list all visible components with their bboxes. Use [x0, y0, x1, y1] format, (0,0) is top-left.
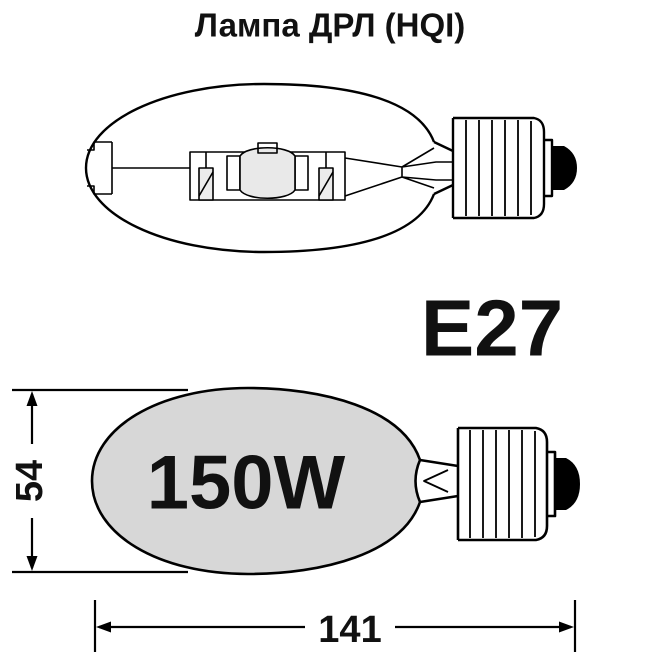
arc-tube-cap-right	[294, 155, 309, 191]
contact-tip	[552, 146, 577, 190]
arc-tube-nub	[257, 142, 278, 154]
label-backing	[12, 444, 52, 518]
height-dimension-label: 54	[9, 460, 51, 502]
neck-outline	[433, 140, 454, 196]
arc-tube-cap-left	[226, 155, 241, 191]
arc-tube-assembly	[87, 141, 453, 201]
power-rating-label: 150W	[147, 441, 346, 526]
base-type-label: E27	[421, 284, 563, 373]
screw-base-outline	[451, 116, 546, 220]
thread-lines	[469, 430, 536, 538]
lamp-technical-drawing	[84, 82, 577, 254]
label-backing	[305, 606, 395, 650]
diagram-title: Лампа ДРЛ (HQI)	[195, 7, 466, 44]
bulb-silhouette	[90, 386, 422, 576]
screw-base-outline	[456, 426, 549, 542]
arrowhead-up-icon	[26, 391, 38, 406]
press-seal	[87, 141, 113, 195]
arc-tube-body	[239, 147, 296, 199]
height-dimension: 54	[9, 388, 188, 574]
arrowhead-right-icon	[559, 621, 574, 633]
stem-press	[423, 469, 449, 493]
bulb-outline	[84, 82, 436, 254]
thread-lines	[465, 120, 532, 216]
neck-outline	[419, 458, 459, 504]
contact-tip	[555, 458, 580, 510]
lead-wires	[344, 147, 453, 197]
arrowhead-left-icon	[96, 621, 111, 633]
length-dimension-label: 141	[318, 609, 381, 651]
arrowhead-down-icon	[26, 556, 38, 571]
lamp-power-drawing	[90, 386, 580, 576]
length-dimension: 141	[93, 600, 577, 652]
